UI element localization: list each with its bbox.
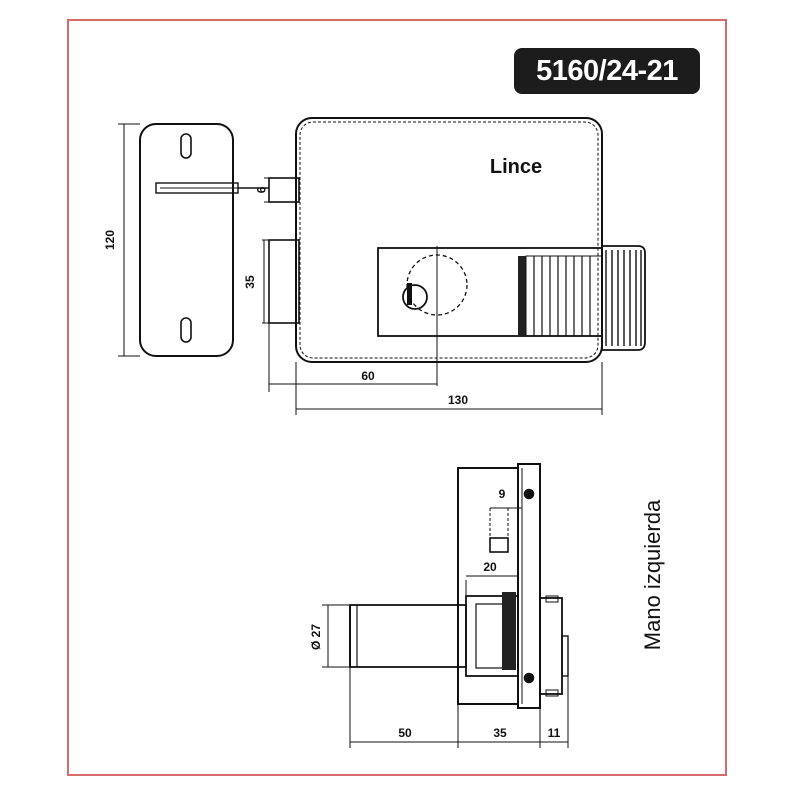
strike-receiver [268, 239, 300, 324]
brand-label: Lince [490, 156, 542, 178]
side-body [457, 463, 569, 709]
front-dimension-lines [118, 123, 603, 415]
dim-cylinder-diameter: Ø 27 [309, 624, 323, 650]
strike-plate [139, 123, 239, 357]
dim-side-top: 9 [499, 487, 506, 501]
dim-height: 120 [103, 230, 117, 250]
dim-strike: 35 [243, 275, 257, 289]
cylinder-plate [465, 580, 519, 677]
side-latch [489, 508, 509, 553]
dim-key-offset: 60 [361, 369, 375, 383]
key-cylinder [402, 246, 468, 386]
lock-body [295, 117, 603, 363]
dim-knob: 11 [548, 726, 561, 740]
dim-cylinder-length: 50 [398, 726, 412, 740]
orientation-label: Mano izquierda [640, 499, 665, 650]
model-code-badge: 5160/24-21 [514, 48, 700, 94]
dim-bolt: 9 [254, 187, 268, 194]
side-cylinder [349, 604, 467, 668]
bolt-latch [238, 177, 300, 203]
handle-lever [377, 245, 646, 351]
dim-body-depth: 35 [493, 726, 507, 740]
drawing-frame [67, 19, 727, 776]
dim-side-plate: 20 [483, 560, 497, 574]
side-dimension-lines [322, 486, 569, 748]
dim-width: 130 [448, 393, 468, 407]
